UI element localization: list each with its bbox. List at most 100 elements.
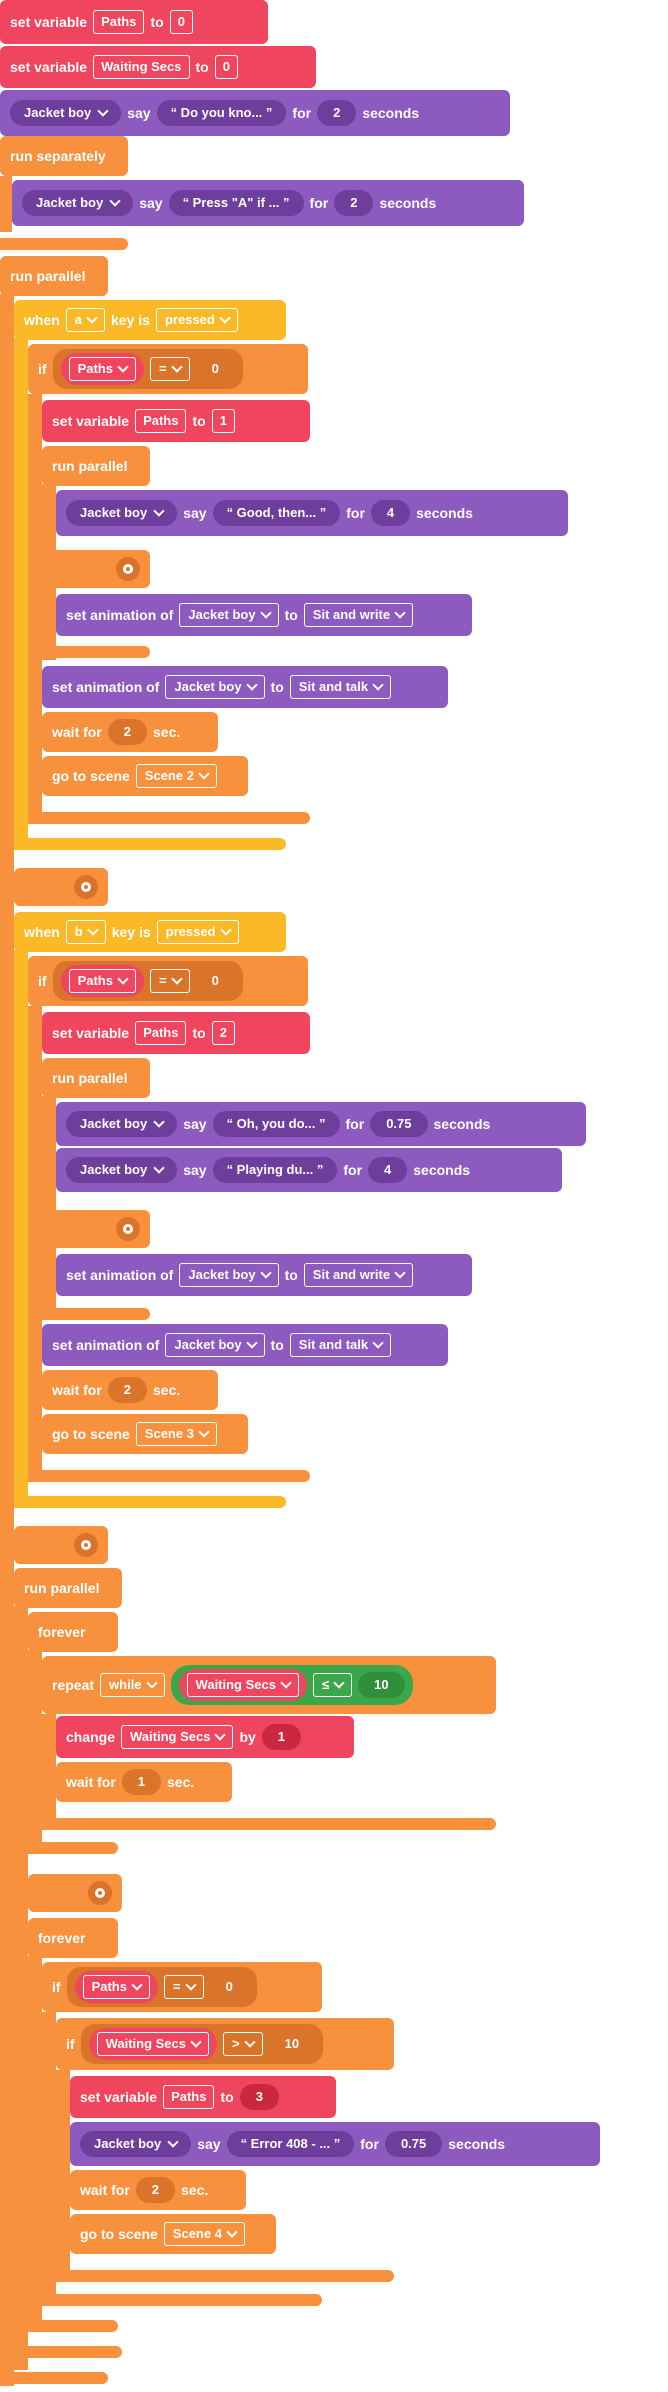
variable-field[interactable]: Paths — [93, 10, 145, 34]
seconds-field[interactable]: 4 — [368, 1157, 408, 1183]
variable-field[interactable]: Paths — [135, 409, 187, 433]
key-state-dropdown[interactable]: pressed — [155, 308, 238, 332]
wait-seconds-field[interactable]: 2 — [107, 1377, 148, 1403]
speech-text-field[interactable]: “ Error 408 - ... ” — [226, 2131, 355, 2157]
repeat-while-block[interactable]: repeat while Waiting Secs ≤ 10 — [42, 1656, 496, 1714]
set-variable-block[interactable]: set variable Paths to 1 — [42, 400, 310, 442]
variable-dropdown[interactable]: Paths — [82, 1975, 150, 1999]
speech-text-field[interactable]: “ Oh, you do... ” — [212, 1111, 340, 1137]
set-variable-block[interactable]: set variable Paths to 3 — [70, 2076, 336, 2118]
operator-dropdown[interactable]: = — [149, 357, 190, 381]
go-to-scene-block[interactable]: go to scene Scene 3 — [42, 1414, 248, 1454]
value-field[interactable]: 0 — [214, 55, 238, 79]
set-variable-block[interactable]: set variable Waiting Secs to 0 — [0, 46, 316, 88]
say-block[interactable]: Jacket boy say “ Do you kno... ” for 2 s… — [0, 90, 510, 136]
animation-dropdown[interactable]: Sit and talk — [289, 675, 392, 699]
compare-value-field[interactable]: 10 — [268, 2031, 316, 2057]
change-variable-block[interactable]: change Waiting Secs by 1 — [56, 1716, 354, 1758]
comparison-expression[interactable]: Waiting Secs > 10 — [80, 2024, 324, 2064]
value-field[interactable]: 0 — [169, 10, 193, 34]
if-block[interactable]: if Paths = 0 — [42, 1962, 322, 2012]
say-block[interactable]: Jacket boy say “ Oh, you do... ” for 0.7… — [56, 1102, 586, 1146]
variable-reporter[interactable]: Waiting Secs — [88, 2028, 217, 2060]
value-field[interactable]: 1 — [211, 409, 235, 433]
variable-reporter[interactable]: Paths — [74, 1971, 158, 2003]
wait-block[interactable]: wait for 2 sec. — [42, 1370, 218, 1410]
scene-dropdown[interactable]: Scene 2 — [135, 764, 217, 788]
comparison-expression[interactable]: Paths = 0 — [52, 349, 243, 389]
character-dropdown[interactable]: Jacket boy — [80, 2131, 192, 2157]
speech-text-field[interactable]: “ Playing du... ” — [212, 1157, 338, 1183]
character-dropdown[interactable]: Jacket boy — [22, 190, 134, 216]
character-dropdown[interactable]: Jacket boy — [66, 500, 178, 526]
go-to-scene-block[interactable]: go to scene Scene 2 — [42, 756, 248, 796]
variable-field[interactable]: Waiting Secs — [93, 55, 190, 79]
animation-dropdown[interactable]: Sit and talk — [289, 1333, 392, 1357]
forever-block[interactable]: forever — [28, 1918, 118, 1958]
key-dropdown[interactable]: a — [65, 308, 106, 332]
say-block[interactable]: Jacket boy say “ Playing du... ” for 4 s… — [56, 1148, 562, 1192]
variable-dropdown[interactable]: Waiting Secs — [96, 2032, 209, 2056]
key-dropdown[interactable]: b — [65, 920, 106, 944]
if-block[interactable]: if Waiting Secs > 10 — [56, 2018, 394, 2070]
run-parallel-block[interactable]: run parallel — [42, 1058, 150, 1098]
set-animation-block[interactable]: set animation of Jacket boy to Sit and w… — [56, 594, 472, 636]
variable-reporter[interactable]: Paths — [60, 353, 144, 385]
variable-dropdown[interactable]: Waiting Secs — [186, 1673, 299, 1697]
run-parallel-block[interactable]: run parallel — [14, 1568, 122, 1608]
if-block[interactable]: if Paths = 0 — [28, 956, 308, 1006]
speech-text-field[interactable]: “ Do you kno... ” — [156, 100, 287, 126]
character-dropdown[interactable]: Jacket boy — [165, 675, 265, 699]
character-dropdown[interactable]: Jacket boy — [179, 603, 279, 627]
say-block[interactable]: Jacket boy say “ Good, then... ” for 4 s… — [56, 490, 568, 536]
operator-dropdown[interactable]: = — [149, 969, 190, 993]
operator-dropdown[interactable]: > — [223, 2032, 263, 2056]
set-animation-block[interactable]: set animation of Jacket boy to Sit and t… — [42, 1324, 448, 1366]
repeat-mode-dropdown[interactable]: while — [100, 1673, 165, 1697]
variable-field[interactable]: Paths — [135, 1021, 187, 1045]
character-dropdown[interactable]: Jacket boy — [66, 1111, 178, 1137]
seconds-field[interactable]: 0.75 — [384, 2131, 443, 2157]
when-key-pressed-block[interactable]: when b key is pressed — [14, 912, 286, 952]
character-dropdown[interactable]: Jacket boy — [66, 1157, 178, 1183]
compare-value-field[interactable]: 0 — [209, 1974, 249, 2000]
forever-block[interactable]: forever — [28, 1612, 118, 1652]
go-to-scene-block[interactable]: go to scene Scene 4 — [70, 2214, 276, 2254]
say-block[interactable]: Jacket boy say “ Error 408 - ... ” for 0… — [70, 2122, 600, 2166]
seconds-field[interactable]: 2 — [317, 100, 357, 126]
comparison-expression[interactable]: Paths = 0 — [52, 961, 243, 1001]
seconds-field[interactable]: 4 — [370, 500, 411, 526]
speech-text-field[interactable]: “ Press "A" if ... ” — [168, 190, 304, 216]
gear-icon[interactable] — [116, 557, 140, 581]
compare-value-field[interactable]: 10 — [358, 1672, 405, 1698]
operator-dropdown[interactable]: = — [163, 1975, 204, 1999]
wait-seconds-field[interactable]: 2 — [135, 2177, 176, 2203]
set-animation-block[interactable]: set animation of Jacket boy to Sit and t… — [42, 666, 448, 708]
variable-dropdown[interactable]: Waiting Secs — [121, 1725, 234, 1749]
variable-reporter[interactable]: Paths — [60, 965, 144, 997]
operator-dropdown[interactable]: ≤ — [312, 1673, 353, 1697]
variable-dropdown[interactable]: Paths — [68, 969, 136, 993]
gear-icon[interactable] — [88, 1881, 112, 1905]
wait-block[interactable]: wait for 2 sec. — [70, 2170, 246, 2210]
wait-block[interactable]: wait for 2 sec. — [42, 712, 218, 752]
value-field[interactable]: 3 — [239, 2084, 279, 2110]
compare-value-field[interactable]: 0 — [195, 356, 235, 382]
animation-dropdown[interactable]: Sit and write — [303, 603, 414, 627]
variable-dropdown[interactable]: Paths — [68, 357, 136, 381]
variable-field[interactable]: Paths — [163, 2085, 215, 2109]
wait-block[interactable]: wait for 1 sec. — [56, 1762, 232, 1802]
speech-text-field[interactable]: “ Good, then... ” — [212, 500, 341, 526]
gear-icon[interactable] — [74, 1533, 98, 1557]
animation-dropdown[interactable]: Sit and write — [303, 1263, 414, 1287]
seconds-field[interactable]: 0.75 — [370, 1111, 428, 1137]
gear-icon[interactable] — [116, 1217, 140, 1241]
change-amount-field[interactable]: 1 — [261, 1724, 302, 1750]
seconds-field[interactable]: 2 — [334, 190, 374, 216]
gear-icon[interactable] — [74, 875, 98, 899]
set-variable-block[interactable]: set variable Paths to 0 — [0, 0, 268, 44]
character-dropdown[interactable]: Jacket boy — [10, 100, 122, 126]
variable-reporter[interactable]: Waiting Secs — [178, 1669, 307, 1701]
run-separately-block[interactable]: run separately — [0, 136, 128, 176]
wait-seconds-field[interactable]: 2 — [107, 719, 148, 745]
